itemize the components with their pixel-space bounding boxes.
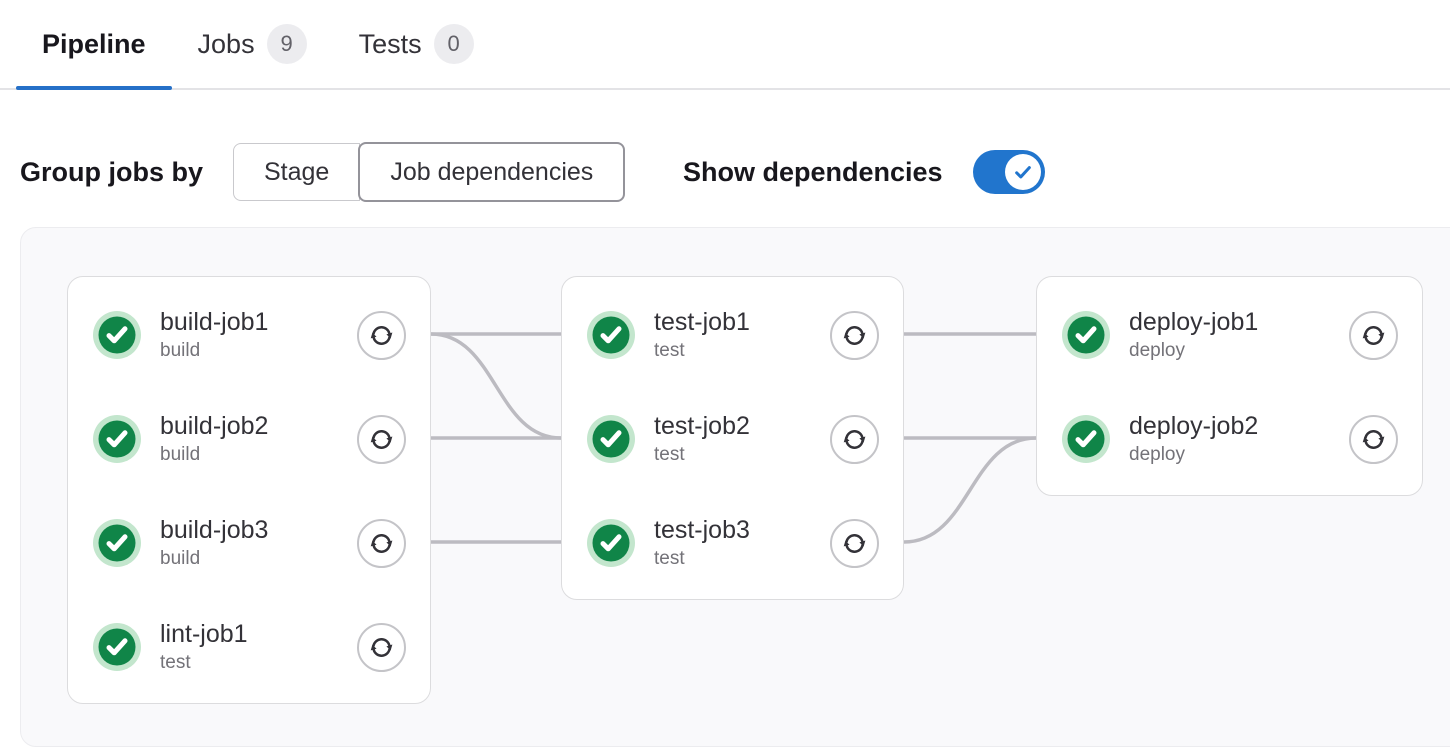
job-name: test-job2 [654, 412, 750, 440]
retry-job-button[interactable] [357, 518, 406, 568]
retry-icon [1362, 429, 1385, 449]
tab-pipeline[interactable]: Pipeline [16, 0, 172, 90]
job-item-deploy-job2[interactable]: deploy-job2 deploy [1037, 387, 1422, 491]
status-success-icon [587, 311, 635, 359]
group-jobs-by-segmented-control: Stage Job dependencies [233, 142, 626, 202]
job-stage-label: test [654, 444, 685, 465]
tab-jobs-label: Jobs [197, 28, 255, 59]
retry-icon [843, 429, 866, 449]
job-item-test-job3[interactable]: test-job3 test [562, 491, 903, 595]
job-text: build-job2 build [160, 411, 268, 467]
job-name: lint-job1 [160, 620, 248, 648]
status-success-icon [587, 519, 635, 567]
job-text: build-job3 build [160, 515, 268, 571]
job-text: deploy-job1 deploy [1129, 307, 1258, 363]
dependency-link [430, 332, 562, 440]
status-success-icon [1062, 311, 1110, 359]
group-by-job-dependencies-button[interactable]: Job dependencies [358, 142, 626, 202]
job-stage-label: build [160, 340, 201, 361]
job-text: lint-job1 test [160, 619, 248, 675]
status-success-icon [587, 415, 635, 463]
job-group-card: deploy-job1 deploy deploy-job2 deploy [1036, 276, 1423, 496]
tab-pipeline-label: Pipeline [42, 28, 146, 59]
check-icon [1015, 166, 1031, 179]
retry-job-button[interactable] [830, 414, 879, 464]
job-text: test-job1 test [654, 307, 750, 363]
status-success-icon [93, 415, 141, 463]
job-name: deploy-job2 [1129, 412, 1259, 440]
group-by-stage-button[interactable]: Stage [233, 143, 361, 201]
tab-tests[interactable]: Tests 0 [333, 0, 500, 88]
group-jobs-by-label: Group jobs by [20, 156, 204, 187]
retry-job-button[interactable] [1349, 414, 1398, 464]
job-name: build-job3 [160, 516, 269, 544]
job-item-build-job3[interactable]: build-job3 build [68, 491, 430, 595]
toggle-knob [1005, 154, 1041, 190]
retry-icon [843, 533, 866, 553]
job-text: deploy-job2 deploy [1129, 411, 1258, 467]
job-text: test-job2 test [654, 411, 750, 467]
retry-job-button[interactable] [357, 622, 406, 672]
job-stage-label: build [160, 444, 201, 465]
status-success-icon [93, 311, 141, 359]
job-item-test-job2[interactable]: test-job2 test [562, 387, 903, 491]
job-group-card: build-job1 build build-job2 build [67, 276, 431, 704]
dependency-links-layer [430, 332, 1037, 544]
jobs-count-badge: 9 [266, 24, 307, 64]
retry-icon [370, 429, 393, 449]
tests-count-badge: 0 [433, 24, 474, 64]
job-item-build-job2[interactable]: build-job2 build [68, 387, 430, 491]
pipeline-graph: build-job1 build build-job2 build [20, 227, 1450, 747]
retry-icon [370, 533, 393, 553]
job-name: build-job2 [160, 412, 269, 440]
job-stage-label: deploy [1129, 444, 1185, 465]
retry-icon [370, 325, 393, 345]
tab-jobs[interactable]: Jobs 9 [172, 0, 333, 88]
retry-job-button[interactable] [357, 310, 406, 360]
status-success-icon [1062, 415, 1110, 463]
retry-icon [843, 325, 866, 345]
dependency-link [903, 436, 1037, 544]
job-item-deploy-job1[interactable]: deploy-job1 deploy [1037, 283, 1422, 387]
job-stage-label: deploy [1129, 340, 1185, 361]
retry-job-button[interactable] [830, 518, 879, 568]
job-name: test-job3 [654, 516, 750, 544]
job-text: test-job3 test [654, 515, 750, 571]
retry-job-button[interactable] [1349, 310, 1398, 360]
job-stage-label: test [160, 652, 191, 673]
show-dependencies-toggle[interactable] [973, 150, 1045, 194]
pipeline-detail-tabs: Pipeline Jobs 9 Tests 0 [0, 0, 1450, 90]
show-dependencies-label: Show dependencies [683, 156, 943, 187]
retry-job-button[interactable] [357, 414, 406, 464]
job-group-card: test-job1 test test-job2 test [561, 276, 904, 600]
job-stage-label: test [654, 548, 685, 569]
job-name: build-job1 [160, 308, 269, 336]
job-item-build-job1[interactable]: build-job1 build [68, 283, 430, 387]
retry-icon [370, 637, 393, 657]
job-name: deploy-job1 [1129, 308, 1259, 336]
job-text: build-job1 build [160, 307, 268, 363]
status-success-icon [93, 623, 141, 671]
retry-icon [1362, 325, 1385, 345]
tab-tests-label: Tests [358, 28, 422, 59]
status-success-icon [93, 519, 141, 567]
job-item-test-job1[interactable]: test-job1 test [562, 283, 903, 387]
job-name: test-job1 [654, 308, 750, 336]
job-stage-label: build [160, 548, 201, 569]
job-item-lint-job1[interactable]: lint-job1 test [68, 595, 430, 699]
job-stage-label: test [654, 340, 685, 361]
graph-controls: Group jobs by Stage Job dependencies Sho… [0, 90, 1450, 202]
retry-job-button[interactable] [830, 310, 879, 360]
